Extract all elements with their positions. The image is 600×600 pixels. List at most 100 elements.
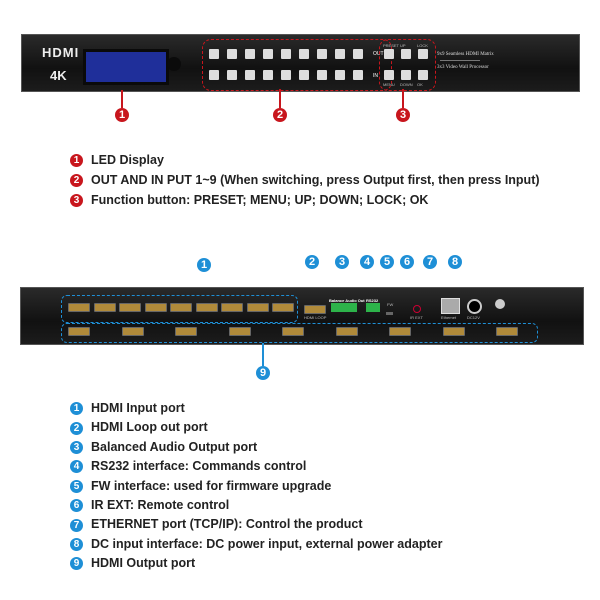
hdmi-output-port-4[interactable]: [228, 327, 251, 336]
input-button-6[interactable]: [299, 70, 309, 80]
legend-number: 9: [70, 557, 83, 571]
legend-item: 8 DC input interface: DC power input, ext…: [70, 537, 442, 551]
hdmi-output-port-9[interactable]: [496, 327, 518, 336]
4k-logo: 4K: [50, 68, 67, 83]
callout-2: 2: [305, 255, 319, 269]
lock-button[interactable]: [418, 49, 428, 59]
hdmi-output-port-6[interactable]: [335, 327, 358, 336]
legend-number: 7: [70, 518, 83, 532]
legend-text: HDMI Loop out port: [91, 420, 208, 435]
balanced-audio-terminal[interactable]: [331, 303, 357, 312]
down-button[interactable]: [401, 70, 411, 80]
ir-ext-port[interactable]: [413, 305, 421, 313]
output-button-6[interactable]: [299, 49, 309, 59]
hdmi-logo: HDMI: [42, 45, 80, 60]
hdmi-input-port-5[interactable]: [170, 303, 192, 312]
hdmi-input-port-6[interactable]: [195, 303, 218, 312]
up-button[interactable]: [401, 49, 411, 59]
callout-8: 8: [448, 255, 462, 269]
legend-item: 4 RS232 interface: Commands control: [70, 459, 307, 474]
callout-line: [262, 343, 264, 366]
preset-button[interactable]: [384, 49, 394, 59]
input-button-4[interactable]: [263, 70, 273, 80]
callout-2: 2: [273, 108, 287, 122]
callout-line: [279, 89, 281, 108]
hdmi-input-port-4[interactable]: [144, 303, 167, 312]
input-button-1[interactable]: [209, 70, 219, 80]
hdmi-output-port-2[interactable]: [121, 327, 144, 336]
input-button-9[interactable]: [353, 70, 363, 80]
input-button-2[interactable]: [227, 70, 237, 80]
hdmi-output-port-1[interactable]: [68, 327, 90, 336]
hdmi-input-group: [61, 295, 298, 323]
legend-item: 2 HDMI Loop out port: [70, 420, 208, 435]
legend-item: 1 HDMI Input port: [70, 401, 185, 416]
back-panel: HDMI LOOP Balance Audio Out RS232 FW IR …: [20, 287, 584, 345]
rs232-terminal[interactable]: [366, 303, 380, 312]
output-button-7[interactable]: [317, 49, 327, 59]
legend-number: 1: [70, 402, 83, 416]
legend-number: 6: [70, 499, 83, 513]
input-button-3[interactable]: [245, 70, 255, 80]
hdmi-input-port-7[interactable]: [221, 303, 243, 312]
output-button-3[interactable]: [245, 49, 255, 59]
output-button-1[interactable]: [209, 49, 219, 59]
legend-text: RS232 interface: Commands control: [91, 459, 307, 474]
fw-port[interactable]: [386, 312, 393, 315]
hdmi-output-group: [61, 323, 538, 343]
hdmi-input-port-9[interactable]: [272, 303, 294, 312]
input-button-8[interactable]: [335, 70, 345, 80]
legend-number: 3: [70, 441, 83, 454]
legend-number: 5: [70, 479, 83, 493]
legend-text: DC input interface: DC power input, exte…: [91, 536, 443, 551]
legend-text: HDMI Output port: [91, 556, 196, 571]
ok-button[interactable]: [418, 70, 428, 80]
input-button-5[interactable]: [281, 70, 291, 80]
callout-1: 1: [197, 258, 211, 272]
hdmi-output-port-3[interactable]: [175, 327, 197, 336]
hdmi-output-port-8[interactable]: [442, 327, 465, 336]
hdmi-input-port-3[interactable]: [119, 303, 141, 312]
led-display: [83, 49, 169, 85]
callout-line: [121, 90, 123, 108]
legend-number: 8: [70, 538, 83, 551]
ground-screw-icon: [495, 299, 505, 309]
output-button-5[interactable]: [281, 49, 291, 59]
product-title-1: 9x9 Seamless HDMI Matrix: [437, 52, 494, 57]
legend-number: 4: [70, 460, 83, 474]
hdmi-loop-port[interactable]: [304, 305, 326, 314]
legend-item: 9 HDMI Output port: [70, 556, 196, 571]
input-button-7[interactable]: [317, 70, 327, 80]
callout-9: 9: [256, 366, 270, 380]
ethernet-port[interactable]: [441, 298, 460, 314]
hdmi-output-port-7[interactable]: [389, 327, 411, 336]
callout-7: 7: [423, 255, 437, 269]
legend-number: 2: [70, 421, 83, 435]
legend-item: 7 ETHERNET port (TCP/IP): Control the pro…: [70, 517, 363, 532]
dc-power-port[interactable]: [467, 299, 482, 314]
output-button-9[interactable]: [353, 49, 363, 59]
hdmi-input-port-2[interactable]: [93, 303, 116, 312]
output-button-2[interactable]: [227, 49, 237, 59]
legend-text: HDMI Input port: [91, 401, 185, 415]
callout-3: 3: [396, 108, 410, 122]
output-button-8[interactable]: [335, 49, 345, 59]
callout-4: 4: [360, 255, 374, 269]
hdmi-input-port-1[interactable]: [68, 303, 90, 312]
legend-text: ETHERNET port (TCP/IP): Control the prod…: [91, 517, 363, 532]
menu-button[interactable]: [384, 70, 394, 80]
output-button-4[interactable]: [263, 49, 273, 59]
hdmi-input-port-8[interactable]: [246, 303, 269, 312]
callout-line: [402, 89, 404, 108]
hdmi-output-port-5[interactable]: [282, 327, 304, 336]
callout-6: 6: [400, 255, 414, 269]
knob-icon[interactable]: [167, 57, 181, 71]
